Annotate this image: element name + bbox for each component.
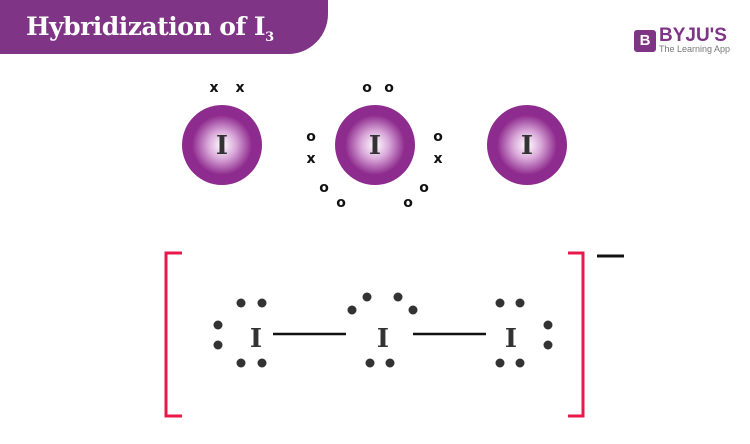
title-banner <box>0 0 328 54</box>
svg-text:I: I <box>250 324 262 354</box>
left-bracket <box>164 251 182 418</box>
atom-center: I <box>335 105 415 185</box>
svg-text:I: I <box>216 131 228 161</box>
atom-right: I <box>487 105 567 185</box>
svg-text:x: x <box>209 80 218 96</box>
svg-text:I: I <box>521 131 533 161</box>
svg-text:I: I <box>369 131 381 161</box>
svg-text:I: I <box>505 324 517 354</box>
svg-text:o: o <box>362 80 372 96</box>
svg-text:x: x <box>306 151 315 167</box>
logo-icon: B <box>634 29 656 52</box>
svg-text:o: o <box>336 195 346 211</box>
svg-text:o: o <box>419 180 429 196</box>
svg-text:I: I <box>377 324 389 354</box>
lone-pair-dots <box>213 292 553 368</box>
svg-text:o: o <box>384 80 394 96</box>
atom-left: I <box>182 105 262 185</box>
page-title: Hybridization of I3 <box>26 12 274 45</box>
svg-text:x: x <box>235 80 244 96</box>
lewis-structure: I I I <box>164 251 624 418</box>
svg-text:o: o <box>306 129 316 145</box>
svg-text:o: o <box>319 180 329 196</box>
electron-marks: x x o o o x o x o o o o <box>209 80 443 211</box>
svg-text:o: o <box>433 129 443 145</box>
right-bracket <box>568 251 585 418</box>
svg-text:x: x <box>433 151 442 167</box>
svg-text:o: o <box>403 195 413 211</box>
